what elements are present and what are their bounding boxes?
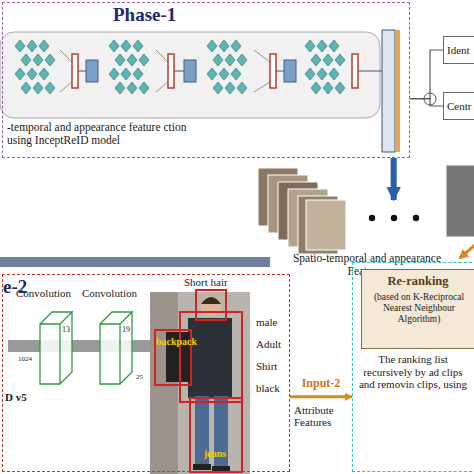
node-text: D v5 (5, 391, 45, 404)
network-band (0, 32, 380, 118)
dimension-number: 1024 (18, 356, 32, 364)
edge-label: Input-2 (302, 377, 341, 390)
layer-label: Convolution (16, 287, 71, 299)
ellipsis-dot (391, 215, 397, 221)
node-heading: Re-ranking (362, 274, 474, 288)
connector-arrow (290, 395, 352, 398)
attribute-label: male (256, 316, 277, 328)
conv-block (100, 312, 132, 384)
node-heading: Centr (447, 100, 474, 113)
input-arrow (460, 244, 474, 258)
feature-vector (382, 30, 395, 152)
node-heading: The ranking list recursively by ad clips… (357, 353, 469, 391)
node-heading: Ident (447, 44, 474, 57)
reduction-layer (270, 54, 276, 88)
detection-box (196, 290, 226, 320)
attribute-label: backpack (156, 336, 197, 347)
layer-label: Convolution (82, 287, 137, 299)
connector-arrow (391, 158, 397, 200)
dimension-number: 25 (136, 374, 143, 382)
inception-block (305, 40, 345, 94)
attribute-label: Shirt (256, 360, 277, 372)
detection-box (180, 312, 242, 402)
node-heading: Phase-1 (113, 4, 253, 26)
loss-box: Centr (443, 92, 474, 120)
loss-box: Ident (443, 36, 474, 64)
inception-block (207, 40, 247, 94)
ellipsis-dot (369, 215, 375, 221)
pool-layer (184, 60, 196, 82)
inception-block (15, 40, 55, 94)
video-frame (446, 165, 474, 237)
attribute-label: Short hair (184, 276, 228, 288)
flow-line (78, 71, 382, 72)
dimension-number: 13 (62, 326, 70, 335)
inception-block (109, 40, 149, 94)
feature-vector-strip (395, 30, 400, 152)
attribute-label: Adult (256, 338, 281, 350)
attribute-label: jeans (204, 448, 226, 459)
phase-box: e-2D v5 (2, 274, 290, 472)
pool-layer (86, 60, 98, 82)
attribute-label: black (256, 382, 280, 394)
reranking-group: The ranking list recursively by ad clips… (352, 262, 474, 472)
person-shoe (193, 464, 211, 470)
node-text: -temporal and appearance feature ction u… (7, 121, 197, 147)
ellipsis-dot (413, 215, 419, 221)
reduction-layer (168, 54, 174, 88)
person-jacket (188, 318, 232, 398)
funnel-line (60, 50, 270, 92)
video-frame (306, 200, 346, 250)
node-text: (based on K-Reciprocal Nearest Neighbour… (365, 292, 473, 325)
feature-shaft (8, 340, 158, 352)
sum-circle (424, 93, 436, 105)
connector-arrow (410, 99, 443, 106)
connector-arrow (410, 50, 443, 99)
attribute-label: Attribute Features (294, 404, 352, 428)
conv-block (40, 312, 72, 384)
pool-layer (284, 60, 296, 82)
detection-box (190, 398, 242, 472)
person-hair (201, 297, 221, 304)
reduction-layer (72, 54, 78, 88)
separator-band (0, 257, 270, 267)
reduction-layer (352, 54, 358, 88)
phase-box: Phase-1 -temporal and appearance feature … (2, 2, 410, 158)
process-box: Re-ranking (based on K-Reciprocal Nearest… (361, 269, 474, 349)
dimension-number: 19 (122, 326, 130, 335)
